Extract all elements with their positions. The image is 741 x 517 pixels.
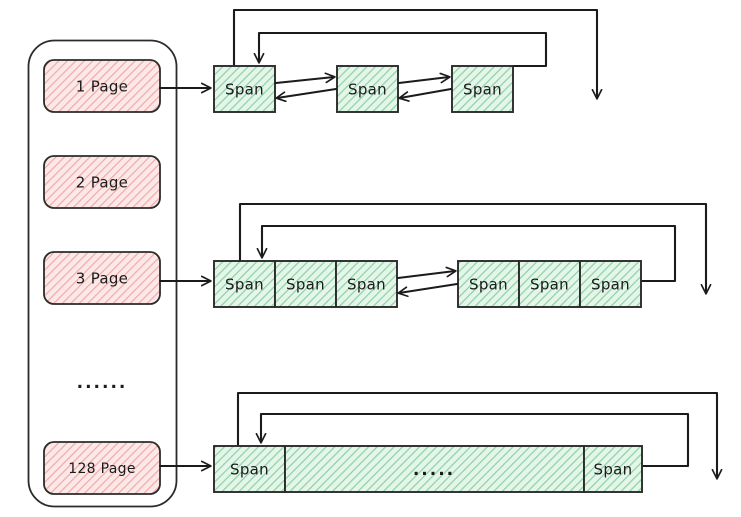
row1-arrow-1c-to-1b <box>398 87 453 102</box>
span-cell-label: Span <box>230 461 269 479</box>
span-cell-label: Span <box>225 276 264 294</box>
span-cell-ellipsis-label: ..... <box>413 460 455 480</box>
page-item-2-label: 2 Page <box>76 174 128 192</box>
page-item-3-box[interactable] <box>43 251 161 305</box>
row1-arrow-1a-to-1b <box>274 72 336 85</box>
span-cell-ellipsis[interactable] <box>284 445 585 493</box>
row1-inner-loop <box>253 31 548 68</box>
span-cell-label: Span <box>347 276 386 294</box>
page-to-span-connectors <box>158 82 212 472</box>
span-group-3a[interactable]: Span ..... Span <box>213 445 643 493</box>
row2-outer-loop <box>238 202 712 295</box>
span-cell-label: Span <box>469 276 508 294</box>
page-item-128-label: 128 Page <box>68 461 135 477</box>
page-item-2[interactable]: 2 Page <box>43 155 161 209</box>
span-row-2: Span Span Span Span Span Span <box>213 202 712 308</box>
row3-outer-loop <box>236 391 723 480</box>
page-item-128[interactable]: 128 Page <box>43 441 161 495</box>
row2-inner-loop <box>256 224 677 283</box>
row2-arrow-2a-to-2b <box>396 266 457 280</box>
page-container-outline <box>27 39 178 508</box>
span-cell[interactable] <box>579 260 642 308</box>
span-cell[interactable] <box>451 65 514 113</box>
row3-inner-loop <box>255 412 690 468</box>
page-item-1-box[interactable] <box>43 59 161 113</box>
page-container <box>27 39 178 508</box>
span-cell-label: Span <box>591 276 630 294</box>
span-group-1c[interactable]: Span <box>451 65 514 113</box>
span-cell-label: Span <box>348 81 387 99</box>
span-group-1a[interactable]: Span <box>213 65 276 113</box>
span-row-1: Span Span Span <box>213 8 603 113</box>
span-group-1b[interactable]: Span <box>336 65 399 113</box>
span-cell[interactable] <box>335 260 398 308</box>
page-item-2-box[interactable] <box>43 155 161 209</box>
page-list-ellipsis: ...... <box>77 373 128 393</box>
page-list: 1 Page 2 Page 3 Page ...... 128 Page <box>43 59 161 495</box>
span-cell[interactable] <box>274 260 337 308</box>
span-cell[interactable] <box>457 260 520 308</box>
span-cell-label: Span <box>225 81 264 99</box>
page-item-1[interactable]: 1 Page <box>43 59 161 113</box>
span-cell-label: Span <box>463 81 502 99</box>
page-item-3-label: 3 Page <box>76 270 128 288</box>
span-cell-label: Span <box>530 276 569 294</box>
span-cell[interactable] <box>213 65 276 113</box>
span-group-2a[interactable]: Span Span Span <box>213 260 398 308</box>
span-row-3: Span ..... Span <box>213 391 723 493</box>
span-cell-label: Span <box>286 276 325 294</box>
row1-arrow-1b-to-1c <box>397 72 451 85</box>
span-group-2b[interactable]: Span Span Span <box>457 260 642 308</box>
span-cell[interactable] <box>336 65 399 113</box>
row1-outer-loop <box>232 8 603 100</box>
row1-arrow-1b-to-1a <box>275 87 338 103</box>
page-item-128-box[interactable] <box>43 441 161 495</box>
span-cell[interactable] <box>583 445 643 493</box>
page-item-1-label: 1 Page <box>76 78 128 96</box>
page-item-3[interactable]: 3 Page <box>43 251 161 305</box>
span-cell-label: Span <box>594 461 633 479</box>
row2-arrow-2b-to-2a <box>397 282 459 298</box>
span-cell[interactable] <box>213 445 286 493</box>
